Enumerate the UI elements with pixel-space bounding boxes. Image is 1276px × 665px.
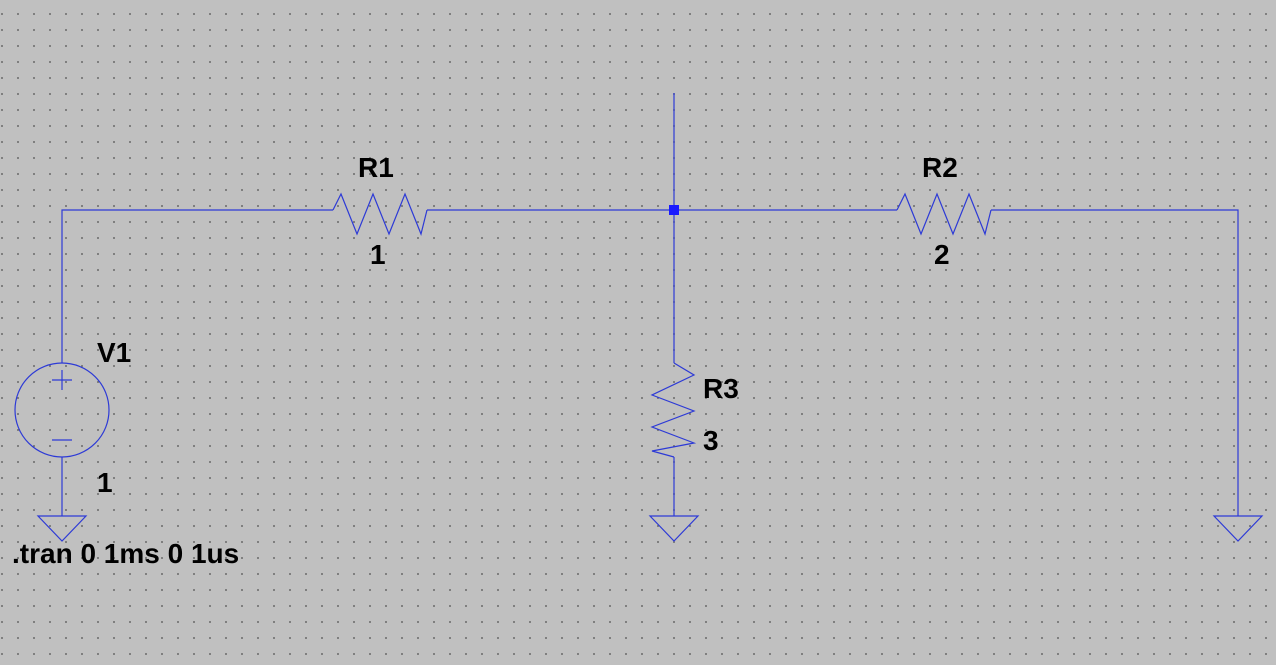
junction-dot-icon [669,205,679,215]
ground-icon[interactable] [36,515,88,542]
r3-name-label: R3 [703,373,739,404]
r3-value-label: 3 [703,425,719,456]
wire-r2-to-right-ground[interactable] [991,209,1239,516]
r1-name-label: R1 [358,152,394,183]
v1-name-label: V1 [97,337,131,368]
ground-icon[interactable] [1212,515,1264,542]
r2-value-label: 2 [934,239,950,270]
voltage-source-v1[interactable]: V1 1 [14,337,131,498]
plus-sign-icon [52,370,72,390]
wires [61,93,1239,516]
resistor-icon [896,192,992,236]
resistor-r2[interactable]: R2 2 [896,152,992,270]
resistor-r1[interactable]: R1 1 [332,152,428,270]
ground-icon[interactable] [648,515,700,542]
spice-directive[interactable]: .tran 0 1ms 0 1us [12,538,239,569]
resistor-r3[interactable]: R3 3 [650,362,739,458]
wire-v1-top-to-r1[interactable] [61,209,333,363]
v1-value-label: 1 [97,467,113,498]
r1-value-label: 1 [370,239,386,270]
r2-name-label: R2 [922,152,958,183]
resistor-icon [650,362,697,458]
voltage-source-icon [14,362,110,458]
resistor-icon [332,192,428,236]
